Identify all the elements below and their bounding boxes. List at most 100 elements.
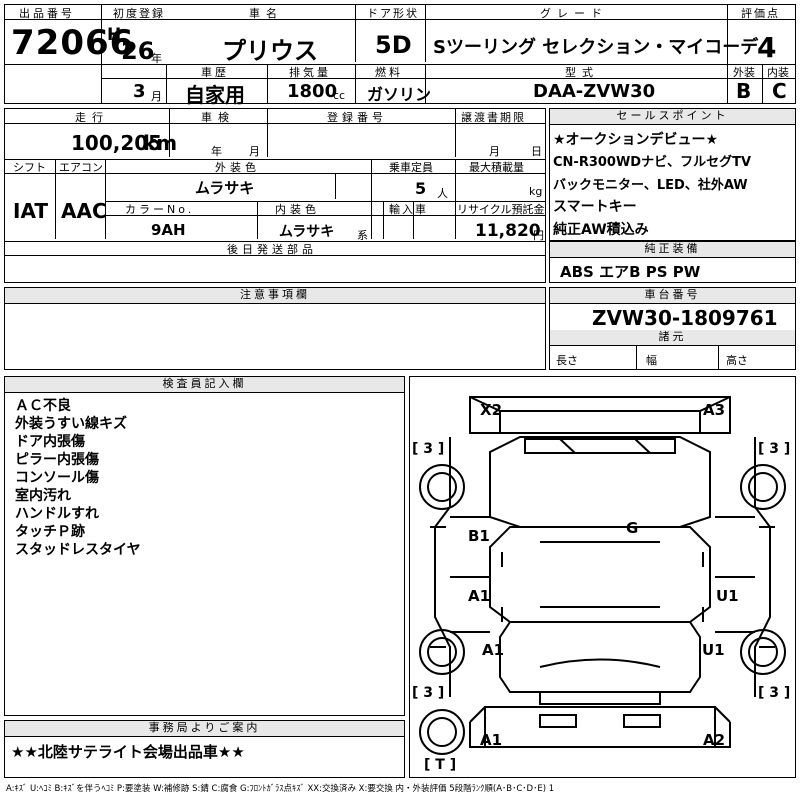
length-label: 長さ bbox=[556, 354, 578, 367]
grade-label: グレード bbox=[540, 7, 608, 20]
lot-number: 72066 bbox=[11, 23, 135, 63]
mark-x2: X2 bbox=[480, 401, 503, 419]
color-no: 9AH bbox=[151, 221, 186, 239]
int-label: 内装 bbox=[767, 66, 789, 79]
sales-label: セールスポイント bbox=[550, 109, 795, 125]
mark-b1: B1 bbox=[468, 527, 490, 545]
sales-section: セールスポイント ★オークションデビュー★ CN-R300WDナビ、フルセグTV… bbox=[549, 108, 796, 241]
insp-year-unit: 年 bbox=[211, 145, 222, 158]
load-label: 最大積載量 bbox=[469, 161, 524, 174]
notes-label: 注意事項欄 bbox=[5, 288, 545, 304]
damage-diagram: X2 A3 [ 3 ] [ 3 ] B1 G A1 U1 A1 U1 [ 3 ]… bbox=[409, 376, 796, 778]
door-label: ドア形状 bbox=[367, 7, 419, 20]
height-label: 高さ bbox=[726, 354, 748, 367]
disp-label: 排気量 bbox=[289, 66, 331, 79]
history: 自家用 bbox=[185, 83, 245, 107]
mark-u1-low: U1 bbox=[702, 641, 725, 659]
int-color-label: 内装色 bbox=[275, 203, 320, 216]
transfer-day-unit: 日 bbox=[531, 145, 542, 158]
car-name: プリウス bbox=[222, 37, 318, 65]
displacement: 1800 bbox=[287, 81, 338, 102]
inspector-note: ドア内張傷 bbox=[15, 434, 85, 450]
load-unit: kg bbox=[529, 185, 543, 198]
inspector-note: タッチＰ跡 bbox=[15, 524, 85, 540]
inspector-note: コンソール傷 bbox=[15, 470, 99, 486]
era: H bbox=[107, 25, 122, 45]
inspector-note: 室内汚れ bbox=[15, 488, 71, 504]
chassis-label: 車台番号 bbox=[550, 288, 795, 304]
inspector-note: ハンドルすれ bbox=[15, 506, 99, 522]
spec-label: 諸元 bbox=[550, 330, 795, 346]
mark-g: G bbox=[626, 519, 639, 537]
inspection-label: 車検 bbox=[201, 111, 235, 124]
tire-left-rear: [ 3 ] bbox=[412, 685, 445, 701]
inspector-section: 検査員記入欄 ＡＣ不良 外装うすい線キズ ドア内張傷 ピラー内張傷 コンソール傷… bbox=[4, 376, 405, 716]
ext-color-label: 外装色 bbox=[215, 161, 260, 174]
grade: Sツーリング セレクション・マイコーデ bbox=[433, 37, 759, 58]
inspector-note: 外装うすい線キズ bbox=[15, 416, 127, 432]
name-label: 車名 bbox=[249, 7, 283, 20]
recycle: 11,820 bbox=[475, 221, 541, 241]
insp-month-unit: 月 bbox=[249, 145, 260, 158]
recycle-unit: 円 bbox=[533, 229, 544, 242]
tire-left-front: [ 3 ] bbox=[412, 441, 445, 457]
ac: AAC bbox=[61, 199, 107, 223]
door-type: 5D bbox=[375, 31, 412, 59]
mark-a1-bot: A1 bbox=[480, 731, 503, 749]
lot-label: 出品番号 bbox=[19, 7, 75, 20]
notes-section: 注意事項欄 bbox=[4, 287, 546, 370]
ext-grade: B bbox=[736, 79, 752, 103]
shift-label: シフト bbox=[13, 161, 46, 174]
int-color: ムラサキ bbox=[279, 224, 335, 240]
mark-a1-low: A1 bbox=[482, 641, 505, 659]
fuel-label: 燃料 bbox=[375, 66, 403, 79]
transfer-label: 譲渡書期限 bbox=[461, 111, 526, 124]
score-label: 評価点 bbox=[741, 7, 780, 20]
import-label: 輸入車 bbox=[389, 203, 428, 216]
int-color-unit: 系 bbox=[357, 229, 368, 242]
ext-label: 外装 bbox=[733, 66, 755, 79]
shift: IAT bbox=[13, 199, 49, 223]
int-grade: C bbox=[772, 79, 787, 103]
mark-a3: A3 bbox=[703, 401, 726, 419]
capacity: 5 bbox=[415, 179, 427, 198]
color-no-label: カラーNo. bbox=[125, 203, 195, 216]
sales-line: スマートキー bbox=[553, 199, 637, 215]
mark-u1-mid: U1 bbox=[716, 587, 739, 605]
sales-line: CN-R300WDナビ、フルセグTV bbox=[553, 155, 752, 170]
disp-unit: cc bbox=[333, 89, 346, 102]
chassis-section: 車台番号 ZVW30-1809761 諸元 長さ 幅 高さ bbox=[549, 287, 796, 370]
sales-line: バックモニター、LED、社外AW bbox=[553, 178, 748, 193]
header-section: 出品番号 初度登録 車名 ドア形状 グレード 評価点 72066 H 26 年 … bbox=[4, 4, 796, 107]
capacity-label: 乗車定員 bbox=[389, 161, 433, 174]
office-section: 事務局よりご案内 ★★北陸サテライト会場出品車★★ bbox=[4, 720, 405, 778]
equip-value: ABS エアB PS PW bbox=[560, 263, 701, 281]
mileage-unit: km bbox=[143, 131, 178, 155]
inspector-note: スタッドレスタイヤ bbox=[15, 542, 141, 558]
sales-line: 純正AW積込み bbox=[553, 222, 649, 238]
tire-right-front: [ 3 ] bbox=[758, 441, 791, 457]
mark-a1-mid: A1 bbox=[468, 587, 491, 605]
plate-label: 登録番号 bbox=[327, 111, 387, 124]
ac-label: エアコン bbox=[59, 161, 103, 174]
tire-right-rear: [ 3 ] bbox=[758, 685, 791, 701]
reg-label: 初度登録 bbox=[113, 7, 165, 20]
office-label: 事務局よりご案内 bbox=[5, 721, 404, 737]
later-parts-label: 後日発送部品 bbox=[227, 243, 317, 256]
specs-section: 走行 車検 登録番号 譲渡書期限 100,205 km 年 月 月 日 シフト … bbox=[4, 108, 546, 283]
spare-tire: [ T ] bbox=[424, 757, 457, 773]
office-text: ★★北陸サテライト会場出品車★★ bbox=[11, 743, 245, 761]
fuel: ガソリン bbox=[367, 85, 432, 104]
equip-label: 純正装備 bbox=[550, 242, 795, 258]
mark-a2-bot: A2 bbox=[703, 731, 726, 749]
mileage: 100,205 bbox=[71, 131, 163, 155]
inspector-note: ＡＣ不良 bbox=[15, 398, 71, 414]
chassis-number: ZVW30-1809761 bbox=[592, 306, 778, 330]
inspector-note: ピラー内張傷 bbox=[15, 452, 99, 468]
sales-line: ★オークションデビュー★ bbox=[553, 132, 719, 148]
history-label: 車歴 bbox=[201, 66, 229, 79]
car-outline bbox=[419, 396, 786, 755]
month-unit: 月 bbox=[151, 90, 162, 103]
equip-section: 純正装備 ABS エアB PS PW bbox=[549, 241, 796, 283]
model: DAA-ZVW30 bbox=[533, 81, 656, 102]
